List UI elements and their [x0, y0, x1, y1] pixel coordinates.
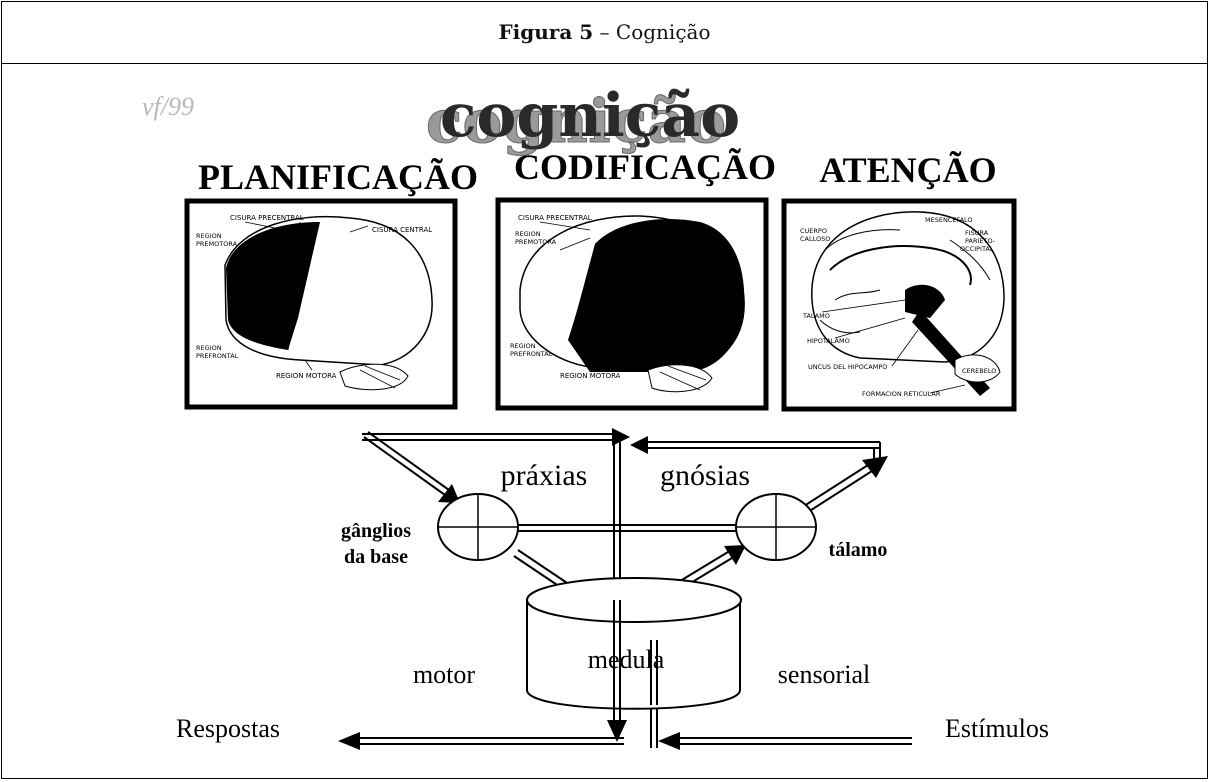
brain2-label: CISURA CENTRAL	[660, 230, 720, 238]
brain2-label: PREMOTORA	[515, 238, 557, 246]
caption-separator: –	[593, 20, 616, 44]
brain3-label: UNCUS DEL HIPOCAMPO	[808, 363, 887, 371]
brain3-label: HIPOTALAMO	[807, 337, 850, 345]
brain-panel-planificacao: CISURA PRECENTRAL CISURA CENTRAL REGION …	[184, 198, 458, 410]
brain3-label: CALLOSO	[800, 235, 830, 243]
section-title-planificacao: PLANIFICAÇÃO	[198, 157, 478, 197]
brain3-label: FISURA	[965, 229, 989, 237]
brain1-label: REGION MOTORA	[276, 372, 337, 380]
author-signature: vf/99	[142, 92, 194, 121]
brain3-label: CEREBELO	[962, 367, 996, 375]
respostas-label: Respostas	[176, 714, 280, 743]
estimulos-label: Estímulos	[945, 714, 1049, 743]
talamo-label: tálamo	[829, 539, 888, 561]
brain2-label: REGION MOTORA	[560, 372, 621, 380]
brain1-label: PREFRONTAL	[196, 352, 239, 360]
ganglios-label: gânglios	[341, 520, 411, 542]
brain2-label: PREFRONTAL	[510, 350, 553, 358]
main-title: cognição cognição	[425, 81, 740, 158]
brain1-label: CISURA CENTRAL	[372, 226, 432, 234]
sensorial-label: sensorial	[778, 660, 870, 689]
arrow-top-left	[362, 433, 612, 441]
gnosias-label: gnósias	[660, 459, 750, 492]
arrow-top-right	[648, 441, 880, 449]
brain2-label: REGION	[515, 230, 541, 238]
brain-panel-atencao: MESENCEFALO CUERPO CALLOSO FISURA PARIET…	[781, 198, 1017, 412]
brain2-label: REGION	[510, 342, 536, 350]
caption-title: Cognição	[615, 20, 711, 44]
section-title-codificacao: CODIFICAÇÃO	[514, 147, 776, 187]
brain2-label: CISURA PRECENTRAL	[518, 214, 592, 222]
brain-panel-codificacao: CISURA PRECENTRAL CISURA CENTRAL REGION …	[495, 197, 769, 411]
section-title-atencao: ATENÇÃO	[819, 150, 996, 190]
brain3-label: CUERPO	[800, 227, 827, 235]
medula-label: medula	[588, 645, 665, 674]
figure-caption: Figura 5 – Cognição	[2, 2, 1207, 64]
brain1-label: REGION	[196, 232, 222, 240]
ganglios-label-2: da base	[344, 546, 408, 568]
talamo-node	[735, 493, 817, 561]
brain3-label: FORMACION RETICULAR	[862, 390, 941, 398]
brain1-label: PREMOTORA	[196, 240, 238, 248]
brain3-label: PARIETO-	[965, 237, 996, 245]
brain1-label: REGION	[196, 344, 222, 352]
praxias-label: práxias	[501, 459, 588, 492]
main-title-shadow: cognição	[426, 87, 726, 157]
main-title-text: cognição	[440, 81, 740, 151]
figure-number: Figura 5	[498, 20, 594, 44]
brain3-label: OCCIPITAL	[960, 245, 994, 253]
brain3-label: TALAMO	[802, 312, 830, 320]
brain3-label: MESENCEFALO	[925, 216, 973, 224]
medula-cylinder	[526, 577, 742, 722]
ganglios-node	[437, 493, 519, 561]
motor-label: motor	[413, 660, 475, 689]
brain1-label: CISURA PRECENTRAL	[230, 214, 304, 222]
